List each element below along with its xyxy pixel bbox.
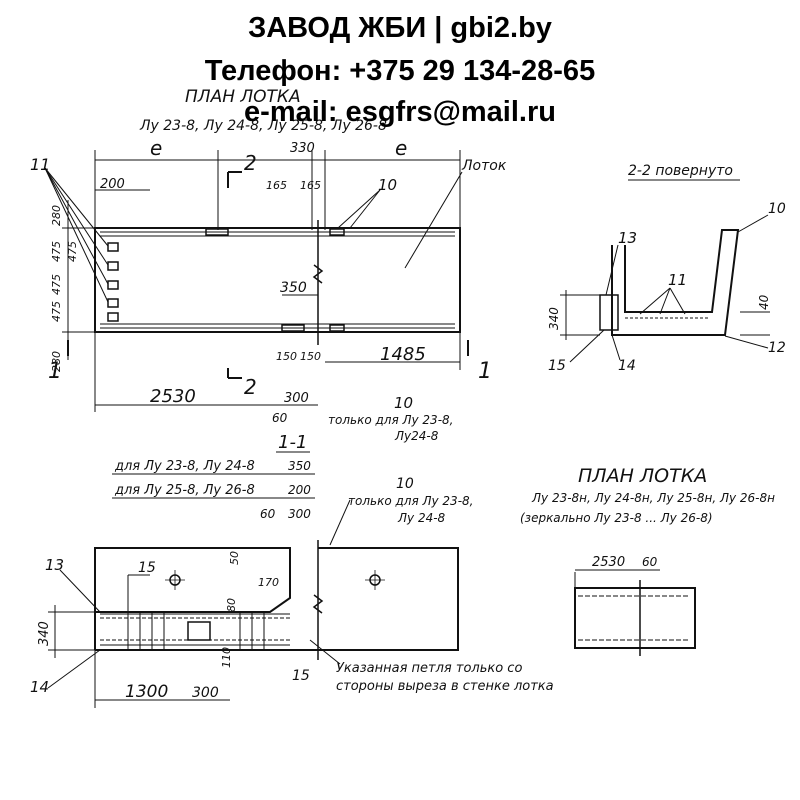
s22-c15: 15 [548, 358, 566, 374]
s11-d80: 80 [225, 598, 238, 612]
callout-10-plan: 10 [378, 176, 397, 194]
s11-row2-label: для Лу 25-8, Лу 26-8 [114, 483, 255, 498]
plan-view-mirror: ПЛАН ЛОТКА Лу 23-8н, Лу 24-8н, Лу 25-8н,… [520, 465, 775, 656]
dim-left-475c: 475 [50, 274, 63, 295]
s11-d60: 60 [260, 507, 276, 521]
dim-left-475d: 475 [50, 301, 63, 322]
dim-left-280b: 280 [50, 351, 63, 372]
s22-c11: 11 [668, 271, 687, 289]
s11-c15b: 15 [292, 668, 310, 684]
dim-165b: 165 [300, 179, 321, 192]
dim-350: 350 [280, 280, 307, 296]
s11-note-loop: Указанная петля только со [336, 661, 522, 676]
header-phone: Телефон: +375 29 134-28-65 [204, 55, 596, 87]
s11-d110: 110 [220, 647, 233, 668]
header-email: e-mail: esgfrs@mail.ru [244, 96, 556, 128]
plan2-d60: 60 [642, 555, 658, 569]
s11-row1-val: 350 [288, 459, 311, 473]
s11-note-loop2: стороны выреза в стенке лотка [336, 679, 554, 694]
note-10: 10 [394, 394, 413, 412]
section-1-1: 1-1 для Лу 23-8, Лу 24-8 350 для Лу 25-8… [30, 432, 554, 708]
s22-c13: 13 [618, 229, 637, 247]
dim-165a: 165 [266, 179, 287, 192]
s11-d300b: 300 [192, 685, 219, 701]
dim-60: 60 [272, 411, 288, 425]
s22-c12: 12 [768, 340, 786, 356]
plan2-sub2: (зеркально Лу 23-8 ... Лу 26-8) [520, 511, 713, 525]
s22-c10: 10 [768, 201, 786, 217]
s11-row2-val: 200 [288, 483, 311, 497]
dim-e-left: e [150, 136, 162, 160]
section22-title: 2-2 повернуто [628, 163, 733, 179]
s11-note-only: только для Лу 23-8, [348, 494, 473, 508]
dim-150a: 150 [276, 350, 297, 363]
s11-d340: 340 [37, 621, 52, 646]
s11-d50: 50 [228, 551, 241, 565]
s11-d300: 300 [288, 507, 311, 521]
dim-left-280a: 280 [50, 205, 63, 226]
dim-left-475b: 475 [66, 241, 79, 262]
dim-300: 300 [284, 391, 309, 406]
note-only: только для Лу 23-8, [328, 413, 453, 427]
plan-view: ПЛАН ЛОТКА Лу 23-8, Лу 24-8, Лу 25-8, Лу… [30, 87, 507, 443]
header-company: ЗАВОД ЖБИ | gbi2.by [248, 12, 552, 44]
plan-title: ПЛАН ЛОТКА [185, 87, 301, 107]
s11-d1300: 1300 [125, 682, 168, 702]
s11-c10: 10 [396, 476, 414, 492]
dim-left-475a: 475 [50, 241, 63, 262]
dim-200: 200 [100, 177, 125, 192]
s22-c14: 14 [618, 358, 636, 374]
plan2-d2530: 2530 [592, 555, 625, 570]
s11-title: 1-1 [278, 432, 307, 453]
s11-row1-label: для Лу 23-8, Лу 24-8 [114, 459, 255, 474]
dim-330: 330 [290, 141, 315, 156]
plan2-title: ПЛАН ЛОТКА [578, 465, 707, 487]
s22-d340: 340 [547, 307, 561, 330]
s11-d170: 170 [258, 576, 279, 589]
note-only2: Лу24-8 [394, 429, 439, 443]
s11-note-only2: Лу 24-8 [397, 511, 446, 525]
callout-lotok: Лоток [461, 158, 507, 174]
s22-d40: 40 [757, 294, 771, 310]
plan2-sub1: Лу 23-8н, Лу 24-8н, Лу 25-8н, Лу 26-8н [531, 491, 775, 505]
s11-c14: 14 [30, 678, 49, 696]
section-2-bottom: 2 [244, 375, 257, 399]
dim-e-right: e [395, 136, 407, 160]
dim-150b: 150 [300, 350, 321, 363]
dim-2530: 2530 [150, 386, 196, 407]
s11-c13: 13 [45, 556, 64, 574]
s11-c15: 15 [138, 560, 156, 576]
section-1-left: 1 [48, 359, 62, 384]
section-2-top: 2 [244, 151, 257, 175]
section-1-right: 1 [478, 359, 492, 384]
dim-1485: 1485 [380, 344, 426, 365]
section-2-2: 2-2 повернуто 10 13 11 340 40 12 15 [547, 163, 786, 374]
plan-subtitle: Лу 23-8, Лу 24-8, Лу 25-8, Лу 26-8 [139, 118, 387, 134]
